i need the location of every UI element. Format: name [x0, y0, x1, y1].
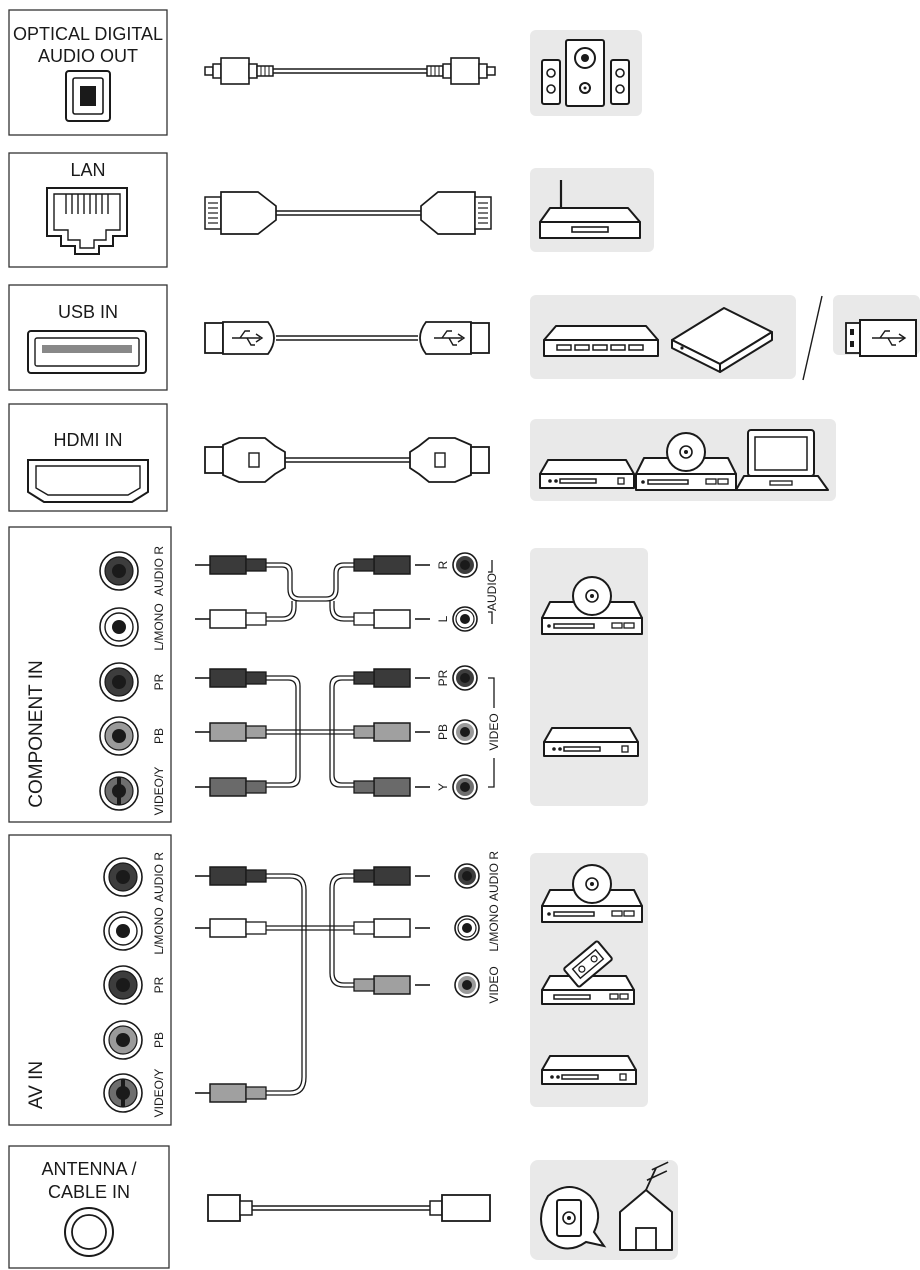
- usb-row: USB IN: [8, 284, 920, 391]
- hdmi-label: HDMI IN: [54, 430, 123, 450]
- lan-cable: [204, 191, 492, 235]
- component-jack-label-video-y: VIDEO/Y: [152, 767, 166, 816]
- set-top-box-icon: [543, 727, 639, 757]
- av-jack-audio-l: [103, 911, 143, 951]
- av-device-jack-audio-r: [454, 863, 480, 889]
- usb-label: USB IN: [58, 302, 118, 322]
- av-jacks: [103, 857, 143, 1113]
- av-jack-label-l-mono: L/MONO: [152, 907, 166, 954]
- hdmi-devices-panel: [530, 419, 836, 501]
- device-label-pr: PR: [436, 669, 450, 686]
- component-port-box: [8, 526, 172, 823]
- speaker-system-icon: [530, 30, 642, 116]
- av-device-label-video: VIDEO: [487, 966, 501, 1003]
- component-device-labels: R L PR PB Y AUDIO VIDEO: [436, 560, 501, 791]
- av-jack-labels: AUDIO R L/MONO PR PB VIDEO/Y: [152, 852, 166, 1118]
- coax-port-icon: [64, 1207, 114, 1257]
- component-jack-labels: AUDIO R L/MONO PR PB VIDEO/Y: [152, 546, 166, 816]
- device-label-y: Y: [436, 783, 450, 791]
- component-jack-label-pb: PB: [152, 728, 166, 744]
- av-device-jack-l-mono: [454, 915, 480, 941]
- or-divider: [802, 295, 823, 381]
- av-device-jacks: [454, 863, 480, 998]
- optical-cable: [204, 57, 496, 85]
- jack-audio-l: [99, 607, 139, 647]
- hdmi-row: HDMI IN: [8, 403, 836, 512]
- av-row: AV IN AUDIO R L/MONO PR PB VIDEO/Y: [8, 834, 648, 1126]
- device-label-pb: PB: [436, 724, 450, 740]
- coax-cable: [207, 1194, 491, 1222]
- av-jack-pb: [103, 1020, 143, 1060]
- av-device-label-audio-r: AUDIO R: [487, 851, 501, 901]
- device-jack-r: [452, 552, 478, 578]
- laptop-icon: [735, 429, 829, 491]
- usb-cable: [204, 321, 490, 355]
- antenna-label-2: CABLE IN: [48, 1182, 130, 1202]
- lan-row: LAN: [8, 152, 654, 268]
- component-row: COMPONENT IN AUDIO R L/MONO PR PB VIDEO/…: [8, 526, 648, 823]
- av-label: AV IN: [26, 1061, 47, 1109]
- router-icon: [530, 168, 654, 252]
- device-video-group-label: VIDEO: [487, 713, 501, 750]
- device-audio-group-label: AUDIO: [485, 573, 499, 611]
- device-jack-y: [452, 774, 478, 800]
- set-top-box-icon: [541, 1055, 637, 1085]
- optical-label-2: AUDIO OUT: [38, 46, 138, 66]
- av-cables: [195, 866, 430, 1103]
- set-top-box-icon: [539, 459, 635, 489]
- component-jacks: [99, 551, 139, 811]
- antenna-row: ANTENNA / CABLE IN: [8, 1145, 678, 1269]
- optical-port-icon: [65, 70, 111, 122]
- component-jack-label-audio-r: AUDIO R: [152, 546, 166, 596]
- device-label-r: R: [436, 560, 450, 569]
- hdmi-cable: [204, 437, 490, 483]
- device-jack-l: [452, 606, 478, 632]
- av-jack-label-audio-r: AUDIO R: [152, 852, 166, 902]
- jack-pr: [99, 662, 139, 702]
- optical-label-1: OPTICAL DIGITAL: [13, 24, 163, 44]
- usb-port-icon: [27, 330, 147, 374]
- av-jack-label-video-y: VIDEO/Y: [152, 1069, 166, 1118]
- hdmi-port-icon: [27, 459, 149, 503]
- av-device-label-l-mono: L/MONO: [487, 904, 501, 951]
- component-label: COMPONENT IN: [26, 660, 47, 807]
- device-jack-pb: [452, 719, 478, 745]
- device-jack-pr: [452, 665, 478, 691]
- jack-pb: [99, 716, 139, 756]
- jack-audio-r: [99, 551, 139, 591]
- av-jack-label-pr: PR: [152, 976, 166, 993]
- av-jack-audio-r: [103, 857, 143, 897]
- component-device-jacks: [452, 552, 478, 800]
- lan-label: LAN: [70, 160, 105, 180]
- antenna-house-icon: [530, 1160, 678, 1260]
- antenna-label-1: ANTENNA /: [41, 1159, 136, 1179]
- av-devices-panel: [530, 853, 648, 1107]
- av-device-jack-video: [454, 972, 480, 998]
- component-jack-label-pr: PR: [152, 673, 166, 690]
- av-jack-pr: [103, 965, 143, 1005]
- jack-video-y: [99, 771, 139, 811]
- vcr-icon: [541, 940, 635, 1005]
- external-disk-icon: [671, 307, 773, 373]
- optical-row: OPTICAL DIGITAL AUDIO OUT: [8, 9, 642, 136]
- usb-stick-icon: [833, 295, 920, 357]
- component-cables: [195, 555, 430, 797]
- component-jack-label-l-mono: L/MONO: [152, 603, 166, 650]
- av-jack-video-y: [103, 1073, 143, 1113]
- ethernet-port-icon: [46, 187, 128, 255]
- component-devices-panel: [530, 548, 648, 806]
- av-port-box: [8, 834, 172, 1126]
- device-label-l: L: [436, 615, 450, 622]
- av-device-labels: AUDIO R L/MONO VIDEO: [487, 851, 501, 1004]
- av-jack-label-pb: PB: [152, 1032, 166, 1048]
